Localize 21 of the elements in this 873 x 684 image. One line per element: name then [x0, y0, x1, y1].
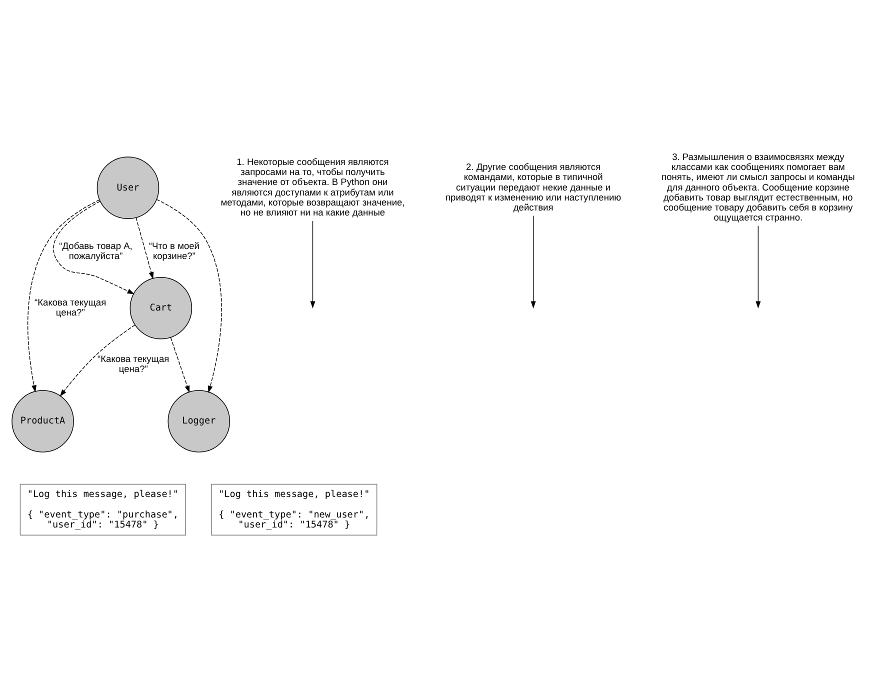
arrow: [310, 220, 315, 308]
edge-label: “Что в моей корзине?”: [148, 240, 200, 260]
arrow: [52, 200, 134, 294]
arrow: [59, 324, 135, 396]
arrow: [755, 224, 760, 308]
arrow: [26, 198, 100, 392]
edge-label: “Добавь товар А, пожалуйста”: [58, 240, 132, 260]
node-circle: Cart: [129, 276, 192, 339]
arrow: [135, 216, 154, 279]
arrow: [530, 214, 536, 308]
node-circle: Logger: [167, 390, 230, 452]
node-text: 2. Другие сообщения являются командами, которые в типичной ситуации передают некие данные и приводят к изменению или наступлению действия: [444, 162, 621, 212]
node-circle: User: [96, 156, 159, 218]
node-box: "Log this message, please!" { "event_type": "new_user", "user_id": "15478" }: [210, 483, 377, 535]
arrow: [170, 336, 190, 392]
node-text: 1. Некоторые сообщения являются запросами на то, чтобы получить значение от объекта. В Python они являются доступами к атрибутам или методами, которые возвращают значение, но не влияют ни на какие данные: [220, 156, 404, 217]
arrow: [156, 198, 222, 392]
node-box: "Log this message, please!" { "event_type": "purchase", "user_id": "15478" }: [19, 483, 186, 535]
node-text: 3. Размышления о взаимосвязях между классами как сообщениях помогает вам понять, имеют ли смысл запросы и команды для данного объекта. Сообщение корзине добавить товар выглядит естественным, но сообщение товару добавить себя в корзину ощущается странно.: [661, 152, 854, 222]
edge-label: “Какова текущая цена?”: [34, 297, 106, 318]
edge-label: “Какова текущая цена?”: [97, 354, 169, 374]
